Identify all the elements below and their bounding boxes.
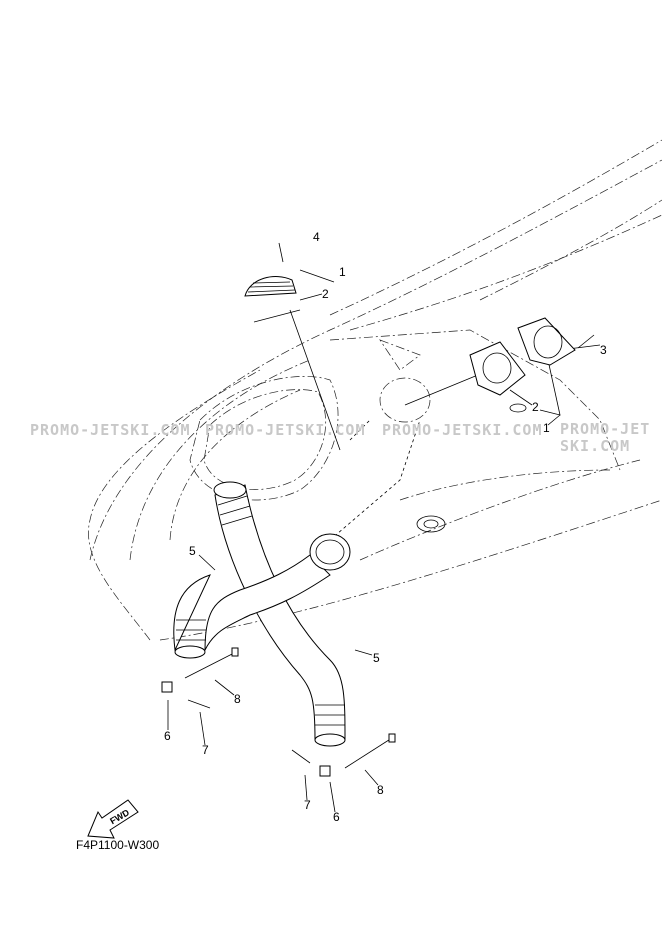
- watermark: PROMO-JETSKI.COM: [560, 420, 651, 455]
- callout-2: 2: [322, 287, 329, 301]
- filler-cap: [244, 242, 301, 323]
- callout-6: 6: [333, 810, 340, 824]
- callout-8: 8: [234, 692, 241, 706]
- leader-lines: [167, 269, 601, 813]
- vent-cover: [469, 317, 595, 413]
- callout-4: 4: [313, 230, 320, 244]
- callout-7: 7: [304, 798, 311, 812]
- hoses: [173, 481, 351, 747]
- callout-5: 5: [373, 651, 380, 665]
- callout-7: 7: [202, 743, 209, 757]
- watermark: PROMO-JETSKI.COM: [382, 421, 543, 439]
- diagram-code: F4P1100-W300: [76, 838, 160, 852]
- callout-5: 5: [189, 544, 196, 558]
- callout-8: 8: [377, 783, 384, 797]
- callout-1: 1: [339, 265, 346, 279]
- clamps-and-rivets: [161, 647, 396, 777]
- watermark: PROMO-JETSKI.COM: [30, 421, 191, 439]
- fwd-arrow: FWD: [87, 799, 139, 839]
- hull-outline: [88, 139, 662, 641]
- callout-6: 6: [164, 729, 171, 743]
- callout-3: 3: [600, 343, 607, 357]
- watermark: PROMO-JETSKI.COM: [205, 421, 366, 439]
- callout-1: 1: [543, 421, 550, 435]
- callout-2: 2: [532, 400, 539, 414]
